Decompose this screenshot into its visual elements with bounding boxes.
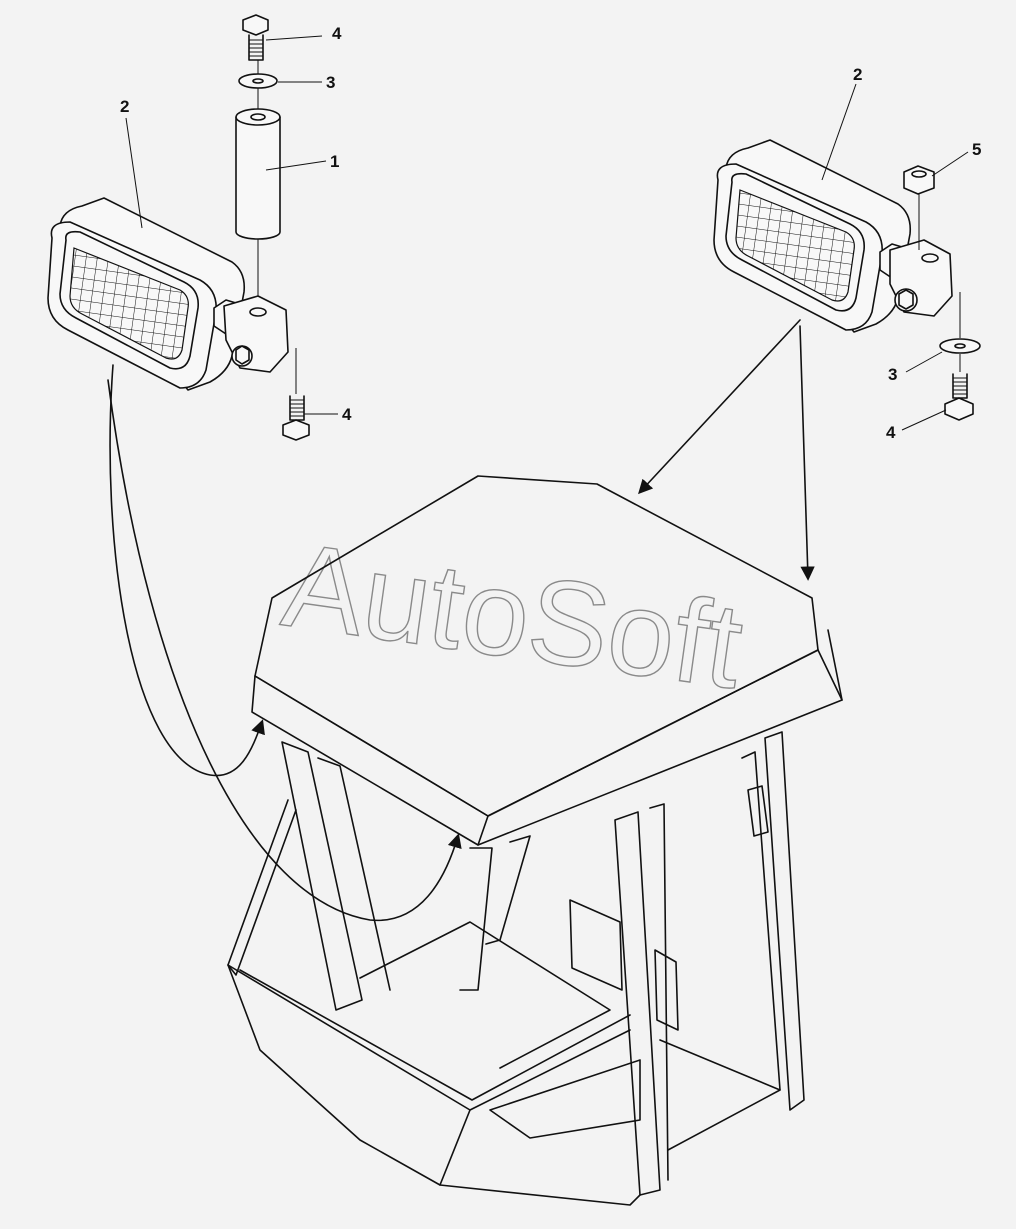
cab-base-front (439, 1109, 471, 1186)
cab-pillar-rear-right (764, 731, 805, 1111)
left-bolt-top (242, 14, 269, 61)
cab-roof-skirt-lower (477, 815, 489, 846)
left-washer-top (238, 73, 278, 89)
right-bolt (944, 354, 974, 421)
right-lamp-housing (713, 139, 912, 333)
left-spacer-tube (235, 108, 281, 240)
leader-right-lamp (821, 83, 857, 181)
leader-right-nut (931, 151, 969, 177)
watermark-text: AutoSoft (276, 517, 750, 714)
right-nut (903, 165, 935, 250)
callout-right-bolt: 4 (886, 423, 896, 442)
cab-rear-lower (489, 1059, 641, 1139)
cab-pillar-center-b (485, 835, 531, 945)
cab-floor-rear (659, 1039, 781, 1151)
left-bolt-bottom (282, 348, 310, 441)
leader-right-bolt (901, 409, 947, 431)
cab-door-handle (747, 785, 769, 837)
cab-pillar-left-inner (317, 757, 391, 991)
right-lamp-bracket (879, 239, 953, 317)
callout-right-lamp: 2 (853, 65, 862, 84)
cab-pillar-rear-right-inner (741, 751, 781, 1091)
cab-pillar-right-front (614, 811, 661, 1196)
cab-interior-panel-b (654, 949, 679, 1031)
leader-left-spacer (265, 160, 327, 171)
right-lamp-assembly (638, 139, 981, 581)
callout-right-washer: 3 (888, 365, 897, 384)
callout-right-nut: 5 (972, 140, 981, 159)
callout-left-spacer: 1 (330, 152, 339, 171)
left-arrow-to-roof (109, 364, 265, 777)
left-lamp-bracket (213, 295, 289, 373)
right-arrow-to-rear (799, 325, 815, 581)
cab-pillar-left-front (281, 741, 363, 1011)
right-washer (939, 292, 981, 354)
callout-left-lamp: 2 (120, 97, 129, 116)
watermark: AutoSoft (275, 517, 751, 715)
cab-floor-inner (359, 921, 611, 1069)
cab-side-frame-left (227, 799, 297, 976)
cab-assembly (227, 475, 843, 1206)
callout-left-bolt-top: 4 (332, 24, 342, 43)
leader-right-washer (905, 351, 943, 373)
right-arrow-to-roof (638, 319, 801, 495)
cab-roof-skirt-right (827, 629, 843, 701)
leader-left-bolt-top (265, 35, 323, 41)
callout-leaders (125, 35, 969, 431)
leader-left-lamp (125, 117, 143, 229)
left-lamp-housing (47, 197, 246, 391)
cab-side-window-left (239, 969, 631, 1101)
left-lamp-assembly (47, 14, 462, 922)
cab-side-window-left-inner (227, 964, 631, 1111)
cab-pillar-right-b (649, 803, 669, 1181)
callout-left-washer-top: 3 (326, 73, 335, 92)
cab-pillar-center (459, 847, 493, 991)
left-arrow-to-pillar (107, 379, 462, 922)
callout-left-bolt-bottom: 4 (342, 405, 352, 424)
cab-base (227, 964, 641, 1206)
cab-interior-panel (569, 899, 623, 991)
callout-labels: 4 3 1 2 4 2 5 3 4 (120, 24, 981, 442)
